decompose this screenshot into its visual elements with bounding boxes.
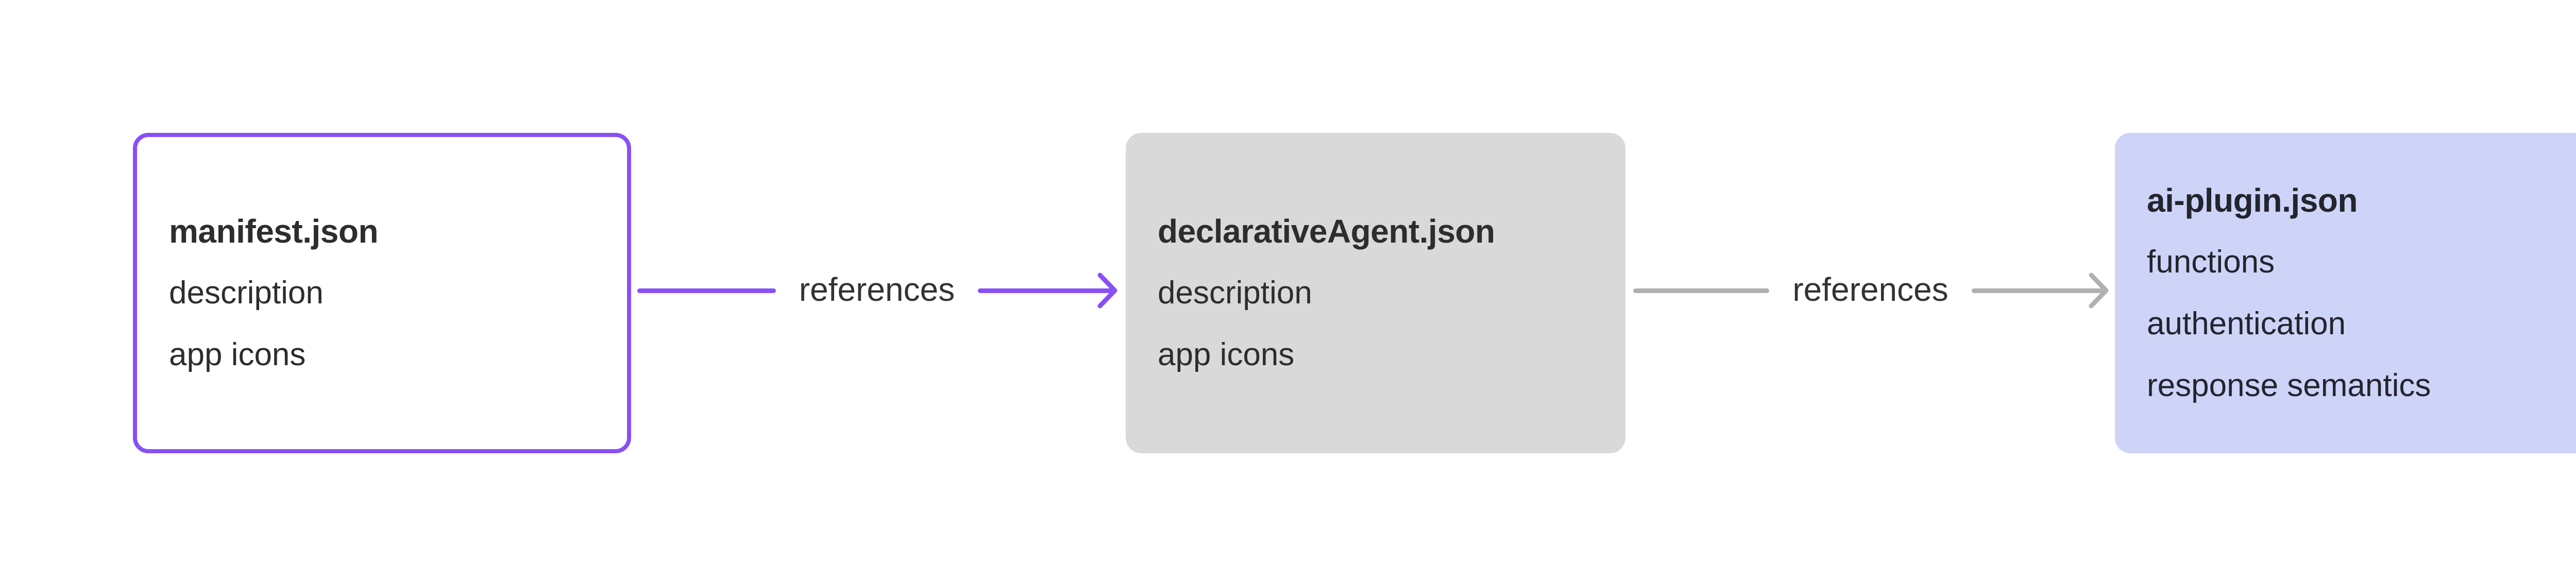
node-title: declarativeAgent.json xyxy=(1158,213,1495,250)
arrow-right-icon xyxy=(2089,272,2109,309)
connector-label: references xyxy=(799,271,955,308)
connector-line xyxy=(1633,288,1770,293)
node-line: app icons xyxy=(169,337,306,372)
connector-label: references xyxy=(1792,271,1948,308)
node-manifest-json: manifest.json description app icons xyxy=(133,133,631,453)
node-title: manifest.json xyxy=(169,213,379,250)
connector-manifest-to-declarative: references xyxy=(637,260,1117,321)
node-declarative-agent-json: declarativeAgent.json description app ic… xyxy=(1126,133,1625,453)
node-line: app icons xyxy=(1158,337,1295,372)
connector-line xyxy=(1971,272,2109,309)
connector-declarative-to-aiplugin: references xyxy=(1633,260,2109,321)
node-line: authentication xyxy=(2147,306,2346,341)
arrow-right-icon xyxy=(1097,272,1117,309)
node-ai-plugin-json: ai-plugin.json functions authentication … xyxy=(2115,133,2576,453)
node-line: functions xyxy=(2147,244,2275,280)
node-line: description xyxy=(169,275,324,311)
connector-line xyxy=(637,288,776,293)
node-line: description xyxy=(1158,275,1312,311)
connector-line xyxy=(978,272,1117,309)
node-line: response semantics xyxy=(2147,368,2431,403)
node-title: ai-plugin.json xyxy=(2147,182,2358,219)
